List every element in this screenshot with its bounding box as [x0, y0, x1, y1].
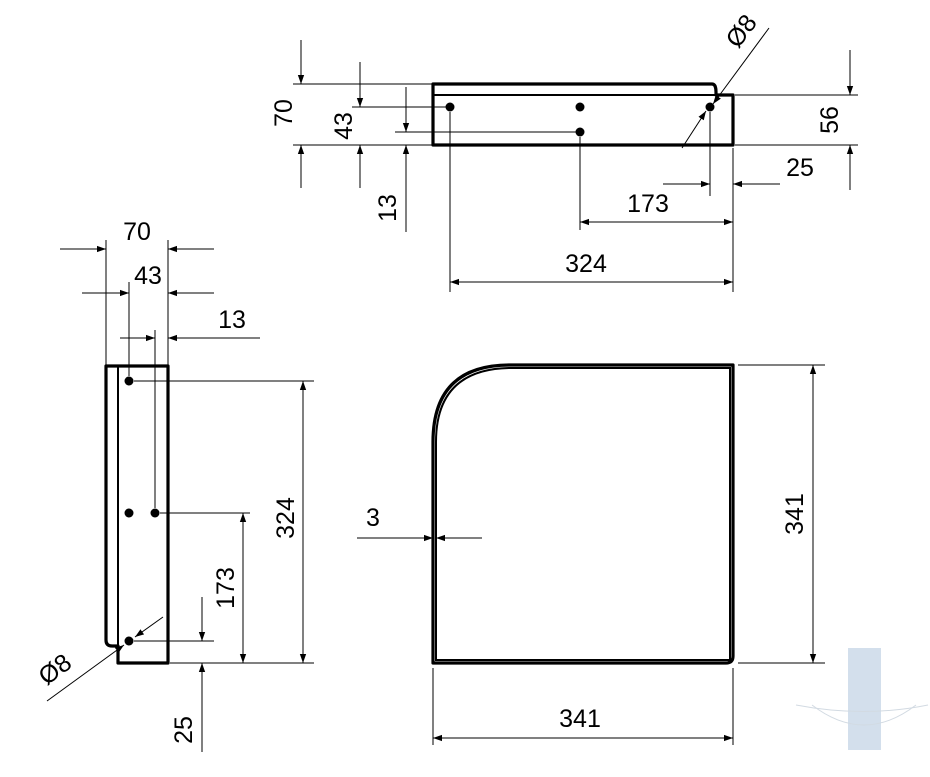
top-view-hole-mid-upper: [575, 102, 585, 112]
top-dim-56: 56: [816, 106, 844, 134]
side-dim-70: 70: [123, 218, 151, 246]
side-dim-173: 173: [212, 567, 240, 609]
front-view-inner-edge: [435, 367, 731, 661]
top-view-outline: [431, 82, 735, 147]
side-view-outline: [104, 364, 170, 665]
side-dim-43: 43: [134, 262, 162, 290]
side-view-hole-bottom: [124, 636, 134, 646]
side-view-hole-mid-left: [124, 508, 134, 518]
side-dim-13: 13: [218, 306, 246, 334]
front-dim-3: 3: [366, 504, 380, 532]
front-view: 3 341 341: [357, 363, 825, 745]
top-dim-70: 70: [270, 99, 298, 127]
front-dim-341-width: 341: [559, 705, 601, 733]
front-dim-341-height: 341: [781, 493, 809, 535]
side-dim-25: 25: [170, 716, 198, 744]
side-view-hole-top: [124, 376, 134, 386]
side-dim-324: 324: [272, 497, 300, 539]
top-dim-25: 25: [786, 154, 814, 182]
top-dim-324: 324: [565, 250, 607, 278]
top-dim-13: 13: [374, 194, 402, 222]
top-dim-173: 173: [627, 190, 669, 218]
watermark-logo: [795, 648, 929, 750]
top-view-hole-right: [705, 102, 715, 112]
top-view: 70 43 13 Ø8 56 25 173 324: [270, 9, 858, 292]
front-view-outline: [431, 363, 735, 665]
side-view: 70 43 13 324 173 25 Ø8: [33, 218, 314, 752]
top-dim-hole: Ø8: [720, 9, 762, 52]
side-view-hole-mid-right: [150, 508, 160, 518]
top-dim-43: 43: [330, 112, 358, 140]
